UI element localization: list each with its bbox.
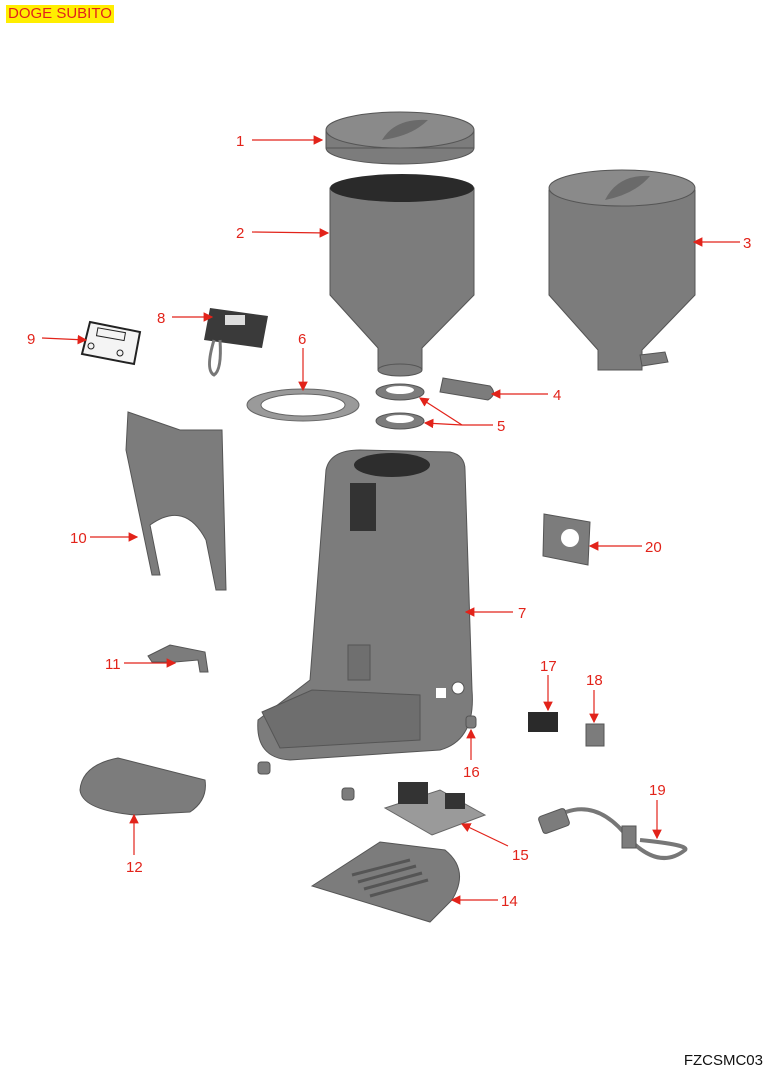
part-small-bracket bbox=[147, 644, 209, 673]
part-drip-tray bbox=[79, 757, 206, 816]
callout-15: 15 bbox=[512, 847, 529, 864]
callout-11: 11 bbox=[105, 656, 121, 673]
part-keypad-label bbox=[80, 320, 142, 366]
callout-19: 19 bbox=[649, 782, 666, 799]
callout-4: 4 bbox=[553, 387, 561, 404]
part-ring-plate bbox=[246, 388, 360, 422]
callout-3: 3 bbox=[743, 235, 751, 252]
callout-16: 16 bbox=[463, 764, 480, 781]
callout-5: 5 bbox=[497, 418, 505, 435]
callout-10: 10 bbox=[70, 530, 87, 547]
part-hopper-lid bbox=[325, 111, 475, 165]
part-shutter bbox=[439, 377, 494, 401]
callout-1: 1 bbox=[236, 133, 244, 150]
part-grinder-body bbox=[257, 449, 473, 761]
diagram-code: FZCSMC03 bbox=[683, 1052, 763, 1069]
part-grinding-burrs bbox=[375, 383, 425, 430]
part-cover-plate bbox=[585, 723, 605, 747]
part-control-board bbox=[204, 308, 268, 377]
part-power-board bbox=[383, 782, 487, 836]
callout-20: 20 bbox=[645, 539, 662, 556]
callout-8: 8 bbox=[157, 310, 165, 327]
model-title: DOGE SUBITO bbox=[6, 5, 114, 23]
part-mounting-bracket bbox=[125, 411, 227, 591]
callout-18: 18 bbox=[586, 672, 603, 689]
callout-14: 14 bbox=[501, 893, 518, 910]
part-switch bbox=[528, 712, 558, 732]
part-feet bbox=[257, 715, 477, 801]
callout-7: 7 bbox=[518, 605, 526, 622]
callout-6: 6 bbox=[298, 331, 306, 348]
callout-9: 9 bbox=[27, 331, 35, 348]
part-gasket-plate bbox=[542, 513, 591, 566]
part-hopper bbox=[329, 174, 475, 377]
callout-leader-lines bbox=[41, 135, 740, 905]
callout-12: 12 bbox=[126, 859, 143, 876]
callout-2: 2 bbox=[236, 225, 244, 242]
part-hopper-assembly bbox=[548, 169, 696, 371]
part-power-cord bbox=[538, 807, 688, 860]
callout-17: 17 bbox=[540, 658, 557, 675]
part-tray-grille bbox=[310, 841, 460, 923]
